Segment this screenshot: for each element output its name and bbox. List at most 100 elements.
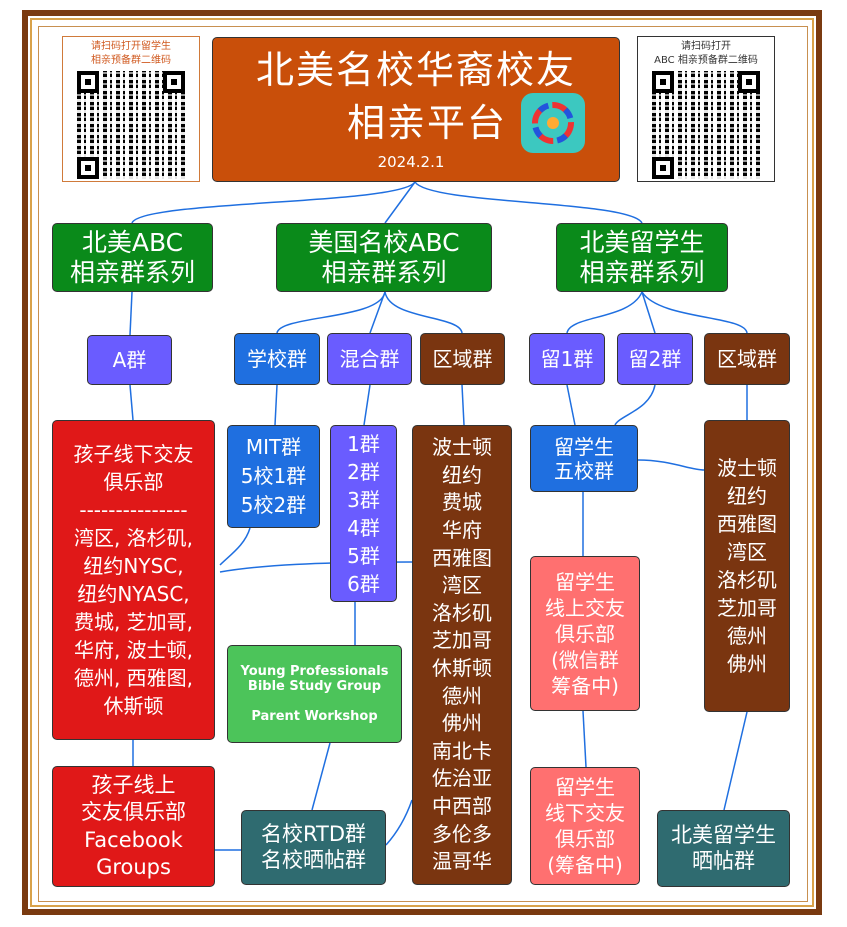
- box-text: 湾区: [727, 540, 767, 564]
- box-text: 华府, 波士顿,: [73, 638, 194, 662]
- region-list[interactable]: 波士顿纽约费城华府西雅图湾区洛杉矶芝加哥休斯顿德州佛州南北卡佐治亚中西部多伦多温…: [412, 425, 512, 885]
- box-text: 4群: [347, 515, 380, 540]
- series-students[interactable]: 北美留学生相亲群系列: [556, 223, 728, 292]
- title-line1: 北美名校华裔校友: [255, 47, 576, 92]
- region2-list[interactable]: 波士顿纽约西雅图湾区洛杉矶芝加哥德州佛州: [704, 420, 790, 712]
- box-text: 芝加哥: [432, 628, 492, 653]
- qr-caption: 请扫码打开: [681, 41, 731, 52]
- group-liu1[interactable]: 留1群: [529, 333, 605, 385]
- group-region2[interactable]: 区域群: [704, 333, 790, 385]
- connector: [363, 384, 371, 426]
- title-line2: 相亲平台: [346, 100, 507, 145]
- title-box: 北美名校华裔校友 相亲平台 2024.2.1: [212, 37, 620, 182]
- box-text: 线上交友: [545, 595, 625, 620]
- box-text: 洛杉矶: [717, 568, 777, 592]
- group-liu2[interactable]: 留2群: [617, 333, 693, 385]
- qr-caption: 相亲预备群二维码: [91, 55, 171, 66]
- box-text: 孩子线下交友: [73, 442, 194, 466]
- connector: [131, 181, 416, 224]
- box-text: 费城, 芝加哥,: [73, 610, 194, 634]
- inner-panel: [38, 26, 808, 902]
- kids-offline-club[interactable]: 孩子线下交友俱乐部 --------------- 湾区, 洛杉矶, 纽约NYSC,…: [52, 420, 215, 740]
- box-text: 俱乐部: [103, 470, 164, 494]
- box-text: 相亲群系列: [69, 257, 195, 287]
- box-text: 名校RTD群: [260, 822, 367, 847]
- box-text: 孩子线上: [91, 772, 176, 797]
- box-text: 线下交友: [545, 801, 625, 825]
- five-school-group[interactable]: 留学生五校群: [530, 425, 638, 492]
- box-text: Facebook: [84, 827, 183, 852]
- box-text: 温哥华: [432, 849, 492, 874]
- qr-card-left[interactable]: 请扫码打开留学生 相亲预备群二维码: [62, 36, 200, 182]
- connector: [276, 291, 386, 334]
- connector: [311, 742, 331, 811]
- box-text: 纽约NYASC,: [77, 582, 190, 606]
- connector: [274, 384, 278, 426]
- box-text: ---------------: [79, 498, 188, 522]
- box-text: 北美ABC: [81, 227, 184, 257]
- box-text: 5校1群: [240, 464, 307, 488]
- box-text: (筹备中): [547, 853, 623, 877]
- box-text: 芝加哥: [717, 596, 777, 620]
- box-text: 休斯顿: [103, 694, 164, 718]
- box-text: Bible Study Group: [247, 679, 382, 695]
- qr-code[interactable]: [77, 71, 185, 179]
- box-text: 名校晒帖群: [261, 847, 366, 872]
- connector: [384, 181, 416, 224]
- box-text: 五校群: [554, 458, 614, 483]
- box-text: 北美留学生: [671, 823, 776, 848]
- connector: [723, 711, 748, 811]
- box-text: 德州: [442, 683, 482, 708]
- box-text: 南北卡: [432, 738, 492, 763]
- box-text: 纽约NYSC,: [83, 554, 184, 578]
- qr-card-right[interactable]: 请扫码打开 ABC 相亲预备群二维码: [637, 36, 775, 182]
- connector: [129, 384, 134, 421]
- box-text: 多伦多: [432, 821, 492, 846]
- connector: [641, 291, 748, 334]
- box-text: 湾区, 洛杉矶,: [73, 526, 194, 550]
- connector: [384, 291, 463, 334]
- logo-icon: [521, 93, 585, 154]
- box-text: 波士顿: [717, 456, 777, 480]
- box-text: 纽约: [727, 484, 767, 508]
- connector: [641, 291, 656, 334]
- box-text: 佐治亚: [432, 766, 492, 791]
- connector: [461, 384, 465, 426]
- box-text: 留学生: [554, 434, 614, 459]
- connector: [614, 384, 656, 426]
- student-post-group[interactable]: 北美留学生晒帖群: [657, 810, 790, 887]
- box-text: 西雅图: [717, 512, 777, 536]
- box-text: 5群: [347, 543, 380, 568]
- box-text: Parent Workshop: [251, 708, 378, 724]
- box-text: 德州, 西雅图,: [73, 666, 194, 690]
- group-a[interactable]: A群: [87, 335, 172, 385]
- box-text: 俱乐部: [555, 827, 615, 851]
- box-text: Groups: [96, 854, 171, 879]
- box-text: 交友俱乐部: [81, 800, 186, 825]
- box-text: Young Professionals: [240, 663, 389, 679]
- connector: [637, 459, 705, 471]
- connector: [566, 384, 576, 426]
- group-region[interactable]: 区域群: [420, 333, 505, 385]
- box-text: 湾区: [442, 573, 482, 598]
- group-mixed[interactable]: 混合群: [327, 333, 412, 385]
- qr-code[interactable]: [652, 71, 760, 179]
- connector: [566, 291, 643, 334]
- qr-caption: 请扫码打开留学生: [91, 41, 171, 52]
- online-club[interactable]: 留学生线上交友俱乐部(微信群筹备中): [530, 556, 640, 711]
- group-school[interactable]: 学校群: [234, 333, 320, 385]
- box-text: 6群: [347, 571, 380, 596]
- box-text: 北美留学生: [579, 227, 705, 257]
- box-text: 洛杉矶: [432, 600, 492, 625]
- connector: [385, 799, 413, 846]
- offline-club[interactable]: 留学生线下交友俱乐部(筹备中): [530, 767, 640, 885]
- rtd-group[interactable]: 名校RTD群名校晒帖群: [241, 810, 386, 885]
- box-text: 5校2群: [240, 493, 307, 517]
- box-text: 2群: [347, 459, 380, 484]
